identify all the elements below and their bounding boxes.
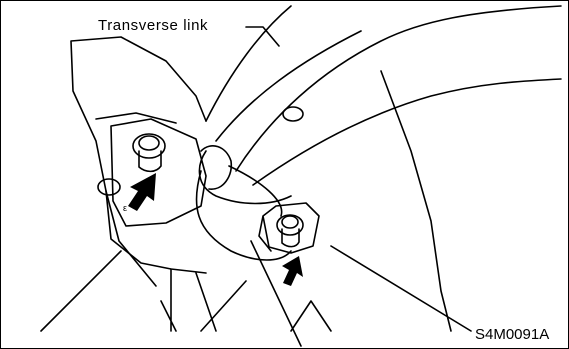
mounting-bracket-outline [70, 36, 207, 274]
right-bolt [276, 214, 304, 248]
link-arm-hole [282, 106, 304, 122]
left-arrow-icon [128, 173, 156, 211]
bushing-body [195, 150, 292, 261]
link-arm-lower-edge [228, 78, 562, 217]
bracket-lower-lines [40, 190, 217, 332]
right-plate-lines [200, 70, 472, 347]
plate-mark: ε [123, 203, 127, 213]
right-arrow-icon [282, 256, 303, 286]
bracket-inner-face [110, 118, 207, 227]
plate-hole [97, 178, 121, 196]
bushing-collar [200, 145, 233, 190]
right-bracket [258, 202, 320, 254]
left-bolt [132, 133, 166, 173]
transverse-link-label: Transverse link [98, 17, 209, 34]
transverse-link-arm [205, 5, 562, 172]
figure-id: S4M0091A [475, 326, 550, 343]
callout-leader-line [245, 26, 280, 47]
